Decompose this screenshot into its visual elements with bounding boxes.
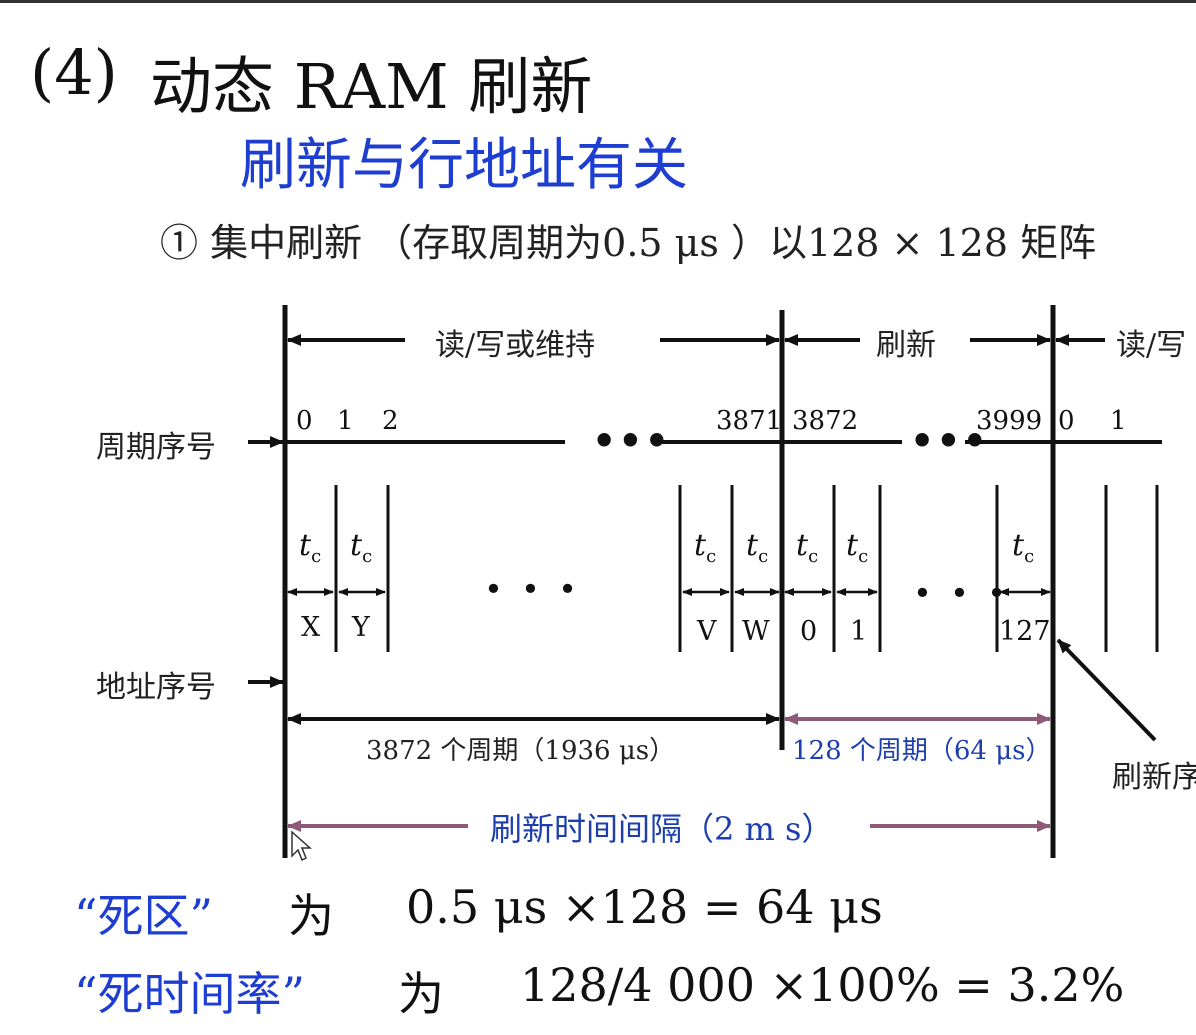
cycle-number: 3871 xyxy=(716,406,783,436)
refresh-sequence-label: 刷新序 xyxy=(1112,760,1196,795)
cycle-number: 2 xyxy=(382,406,399,436)
phase-label-rw: 读/写或维持 xyxy=(435,328,596,363)
dead-zone-term: “死区” xyxy=(74,889,214,943)
addr-label: 0 xyxy=(800,616,818,647)
method-line: ① 集中刷新 （存取周期为0.5 μs ）以128 × 128 矩阵 xyxy=(160,221,1097,265)
ellipsis: • • • xyxy=(913,574,1010,612)
duration-label-rw: 3872 个周期（1936 μs） xyxy=(366,736,676,766)
ellipsis: ••• xyxy=(592,418,671,463)
tc-label: tc xyxy=(746,528,769,567)
ellipsis: • • • xyxy=(484,570,581,608)
dead-rate-value: 128/4 000 ×100% = 3.2% xyxy=(520,958,1125,1012)
addr-label: W xyxy=(742,616,770,647)
tc-label: tc xyxy=(694,528,717,567)
cycle-number: 0 xyxy=(1058,406,1075,436)
tc-label: tc xyxy=(350,528,373,567)
addr-label: Y xyxy=(352,612,370,643)
section-subtitle: 刷新与行地址有关 xyxy=(240,133,688,198)
tc-label: tc xyxy=(796,528,819,567)
duration-label-refresh: 128 个周期（64 μs） xyxy=(792,736,1052,766)
top-border xyxy=(0,0,1196,3)
phase-label-rw2: 读/写 xyxy=(1116,328,1187,363)
refresh-pointer-arrow xyxy=(1056,638,1157,742)
cycle-number: 3999 xyxy=(976,406,1043,436)
addr-label: V xyxy=(697,616,717,647)
addr-label: 127 xyxy=(999,616,1051,647)
cursor-icon xyxy=(291,830,312,862)
tc-label: tc xyxy=(1012,528,1035,567)
tc-label: tc xyxy=(846,528,869,567)
cycle-number: 1 xyxy=(337,406,354,436)
row-label-addr: 地址序号 xyxy=(96,670,216,705)
refresh-interval-label: 刷新时间间隔（2 m s） xyxy=(490,810,834,848)
row-label-cycle: 周期序号 xyxy=(96,430,216,465)
section-number: (4) xyxy=(30,36,118,109)
cycle-number: 3872 xyxy=(792,406,859,436)
phase-label-refresh: 刷新 xyxy=(876,328,936,363)
addr-label: X xyxy=(301,612,321,643)
section-title: 动态 RAM 刷新 xyxy=(150,50,593,123)
dead-rate-term: “死时间率” xyxy=(74,967,306,1021)
addr-label: 1 xyxy=(850,616,868,647)
dead-rate-is: 为 xyxy=(398,967,444,1021)
cycle-number: 1 xyxy=(1110,406,1127,436)
cycle-number: 0 xyxy=(296,406,313,436)
dead-zone-value: 0.5 μs ×128 = 64 μs xyxy=(406,880,883,934)
dead-zone-is: 为 xyxy=(288,889,334,943)
ellipsis: ••• xyxy=(910,418,989,463)
tc-label: tc xyxy=(299,528,322,567)
